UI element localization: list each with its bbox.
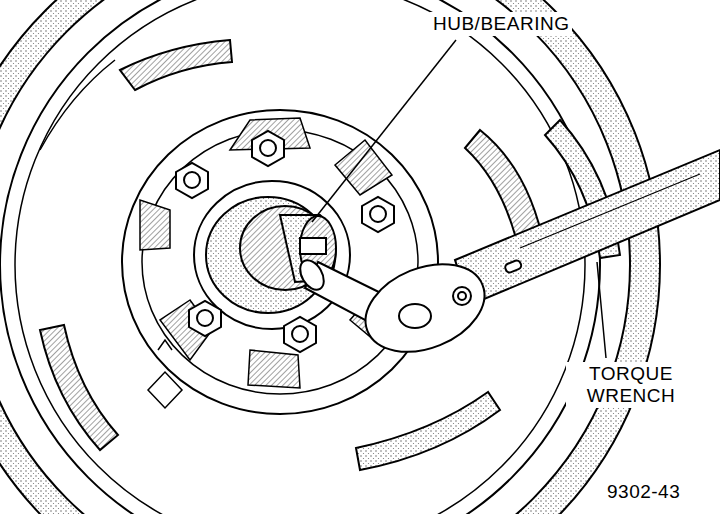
leader-lines — [312, 40, 606, 358]
hub-bearing — [206, 197, 336, 313]
alignment-mark — [148, 340, 182, 408]
torque-wrench — [295, 150, 720, 368]
figure-number: 9302-43 — [604, 480, 683, 504]
part-label: HUB/BEARING — [430, 12, 572, 36]
part-label: TORQUE WRENCH — [566, 362, 696, 408]
lug-nuts — [176, 131, 394, 352]
brake-rotor-flange — [122, 110, 438, 414]
